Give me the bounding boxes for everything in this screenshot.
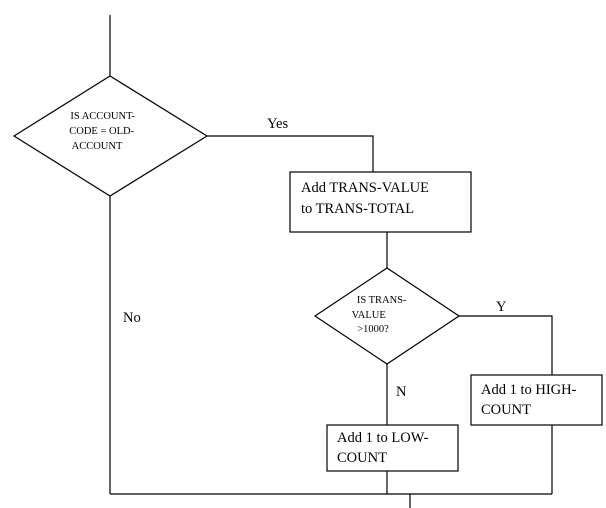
decision-account-code-line-1: IS ACCOUNT-	[70, 111, 135, 122]
no-label: No	[123, 310, 141, 326]
process-high-count	[470, 374, 603, 426]
svg-text:IS ACCOUNT- CODE = OLD-: IS ACCOUNT- CODE = OLD- ACCOUNT	[69, 111, 137, 152]
svg-text:IS TRANS- VALUE >1000?: IS TRANS- VALUE >1000?	[352, 295, 410, 335]
process-low-count-line-1: Add 1 to LOW-	[337, 430, 429, 446]
yes-branch-line	[207, 135, 374, 172]
svg-text:Add 1 to LOW- COUNT: Add 1 to LOW- COUNT	[337, 430, 432, 466]
decision-trans-value-line-3: >1000?	[357, 324, 389, 335]
decision-trans-value	[313, 267, 461, 365]
process-low-count	[326, 424, 459, 472]
decision-account-code	[12, 75, 209, 197]
y-label: Y	[496, 299, 507, 315]
decision-account-code-line-2: CODE = OLD-	[69, 126, 134, 137]
yes-label: Yes	[267, 116, 288, 132]
process-add-trans-total-line-2: to TRANS-TOTAL	[301, 201, 414, 217]
process-high-count-line-1: Add 1 to HIGH-	[481, 382, 577, 398]
process-low-count-line-2: COUNT	[337, 450, 387, 466]
svg-text:Add TRANS-VALUE to TRANS-T: Add TRANS-VALUE to TRANS-TOTAL	[301, 180, 433, 217]
svg-text:Add 1 to HIGH- COUNT: Add 1 to HIGH- COUNT	[481, 382, 580, 418]
n-label: N	[396, 384, 407, 400]
process-high-count-line-2: COUNT	[481, 402, 531, 418]
decision-trans-value-line-1: IS TRANS-	[357, 295, 407, 306]
process-add-trans-total	[289, 171, 472, 233]
process-add-trans-total-line-1: Add TRANS-VALUE	[301, 180, 429, 196]
decision-trans-value-line-2: VALUE	[352, 310, 386, 321]
decision-account-code-line-3: ACCOUNT	[72, 141, 123, 152]
y-branch-line	[459, 315, 553, 375]
